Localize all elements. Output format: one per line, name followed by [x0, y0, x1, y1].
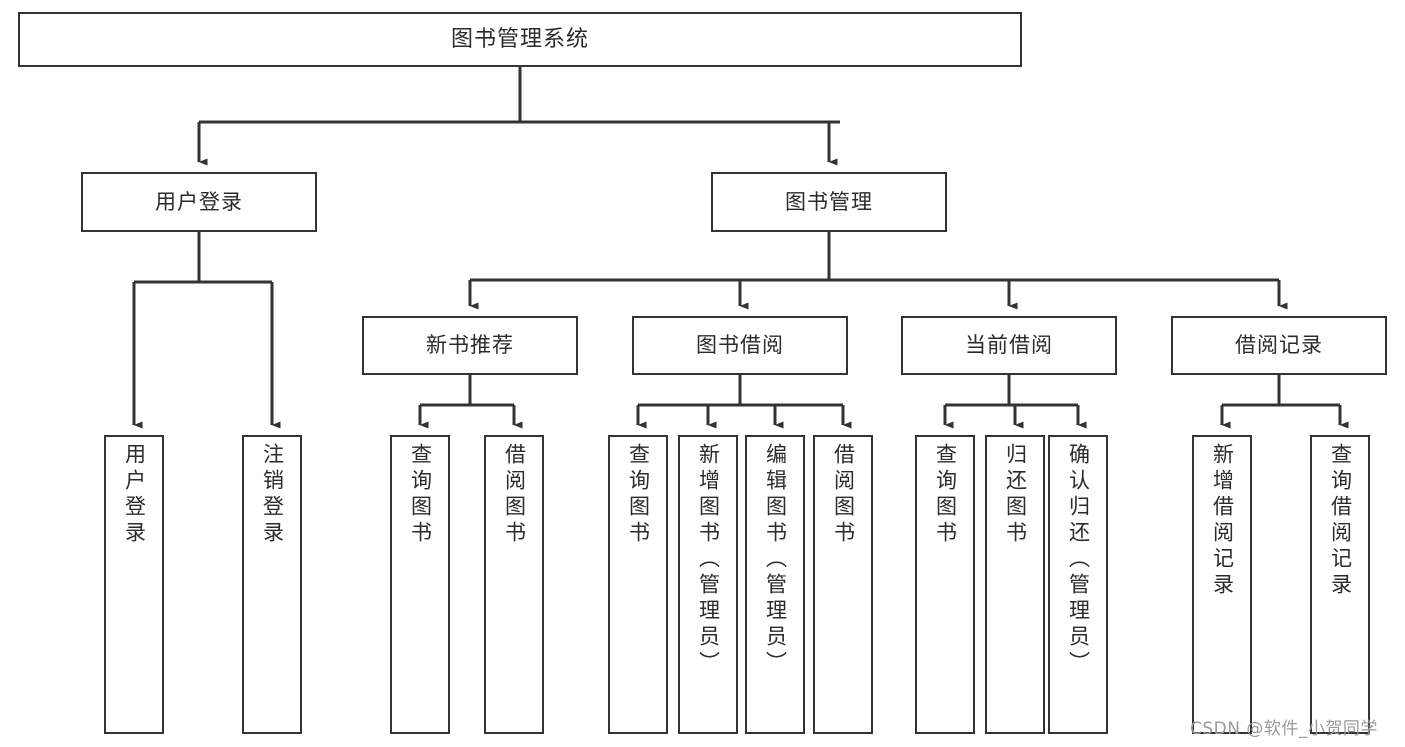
leaf-return-book[interactable]: 归还图书 — [985, 435, 1045, 734]
node-label: 新增借阅记录 — [1210, 443, 1235, 599]
node-label: 图书借阅 — [696, 333, 784, 358]
node-label: 编辑图书（管理员） — [763, 443, 788, 677]
node-root-system[interactable]: 图书管理系统 — [18, 12, 1022, 67]
node-book-management[interactable]: 图书管理 — [711, 172, 947, 232]
leaf-borrow-book[interactable]: 借阅图书 — [813, 435, 873, 734]
node-label: 查询图书 — [626, 443, 651, 547]
node-label: 用户登录 — [155, 189, 243, 214]
leaf-query-book-recommend[interactable]: 查询图书 — [390, 435, 450, 734]
node-label: 借阅记录 — [1235, 333, 1323, 358]
leaf-query-borrow-record[interactable]: 查询借阅记录 — [1310, 435, 1370, 734]
node-label: 查询借阅记录 — [1328, 443, 1353, 599]
node-label: 借阅图书 — [831, 443, 856, 547]
leaf-add-book-admin[interactable]: 新增图书（管理员） — [678, 435, 738, 734]
node-label: 注销登录 — [260, 443, 285, 547]
leaf-confirm-return-admin[interactable]: 确认归还（管理员） — [1048, 435, 1108, 734]
leaf-user-logout[interactable]: 注销登录 — [242, 435, 302, 734]
node-book-borrow[interactable]: 图书借阅 — [632, 316, 848, 375]
watermark-text: CSDN @软件_小贺同学 — [1190, 719, 1378, 739]
node-label: 确认归还（管理员） — [1066, 443, 1091, 677]
node-label: 归还图书 — [1003, 443, 1028, 547]
leaf-borrow-book-recommend[interactable]: 借阅图书 — [484, 435, 544, 734]
leaf-user-login[interactable]: 用户登录 — [104, 435, 164, 734]
node-label: 借阅图书 — [502, 443, 527, 547]
leaf-add-borrow-record[interactable]: 新增借阅记录 — [1192, 435, 1252, 734]
node-borrow-record[interactable]: 借阅记录 — [1171, 316, 1387, 375]
leaf-query-book-current[interactable]: 查询图书 — [915, 435, 975, 734]
node-label: 用户登录 — [122, 443, 147, 547]
node-label: 查询图书 — [408, 443, 433, 547]
node-new-book-recommend[interactable]: 新书推荐 — [362, 316, 578, 375]
node-label: 图书管理 — [785, 189, 873, 214]
leaf-query-book-borrow[interactable]: 查询图书 — [608, 435, 668, 734]
node-label: 新增图书（管理员） — [696, 443, 721, 677]
leaf-edit-book-admin[interactable]: 编辑图书（管理员） — [745, 435, 805, 734]
node-label: 当前借阅 — [965, 333, 1053, 358]
node-label: 图书管理系统 — [450, 26, 589, 52]
node-label: 新书推荐 — [426, 333, 514, 358]
node-label: 查询图书 — [933, 443, 958, 547]
node-user-login[interactable]: 用户登录 — [81, 172, 317, 232]
node-current-borrow[interactable]: 当前借阅 — [901, 316, 1117, 375]
